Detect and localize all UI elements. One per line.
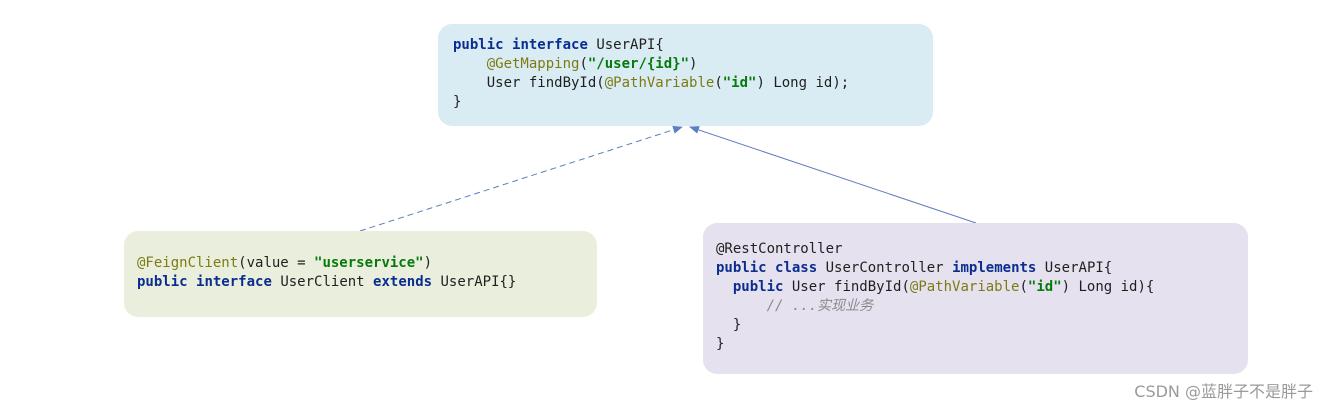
user-controller-box: @RestController public class UserControl… (703, 223, 1248, 374)
code-line: } (716, 336, 725, 352)
user-api-interface-box: public interface UserAPI{ @GetMapping("/… (438, 24, 933, 126)
code-line: public interface UserClient extends User… (137, 274, 517, 290)
controller-implements-arrow (689, 126, 977, 224)
user-api-code: public interface UserAPI{ @GetMapping("/… (453, 36, 849, 112)
feign-client-extends-arrow (359, 125, 683, 232)
user-client-box: @FeignClient(value = "userservice") publ… (124, 231, 597, 317)
code-line: public class UserController implements U… (716, 260, 1113, 276)
code-line: @FeignClient(value = "userservice") (137, 255, 433, 271)
code-line: @GetMapping("/user/{id}") (486, 56, 698, 72)
user-client-code: @FeignClient(value = "userservice") publ… (137, 254, 516, 292)
code-line: public interface UserAPI{ (453, 37, 664, 53)
code-line: } (453, 94, 462, 110)
user-controller-code: @RestController public class UserControl… (716, 240, 1154, 354)
code-line: @RestController (716, 241, 843, 257)
code-line: } (732, 317, 742, 333)
code-line: User findById(@PathVariable("id") Long i… (486, 75, 850, 91)
code-line: // ...实现业务 (766, 298, 874, 314)
watermark: CSDN @蓝胖子不是胖子 (1134, 382, 1313, 401)
code-line: public User findById(@PathVariable("id")… (732, 279, 1155, 295)
